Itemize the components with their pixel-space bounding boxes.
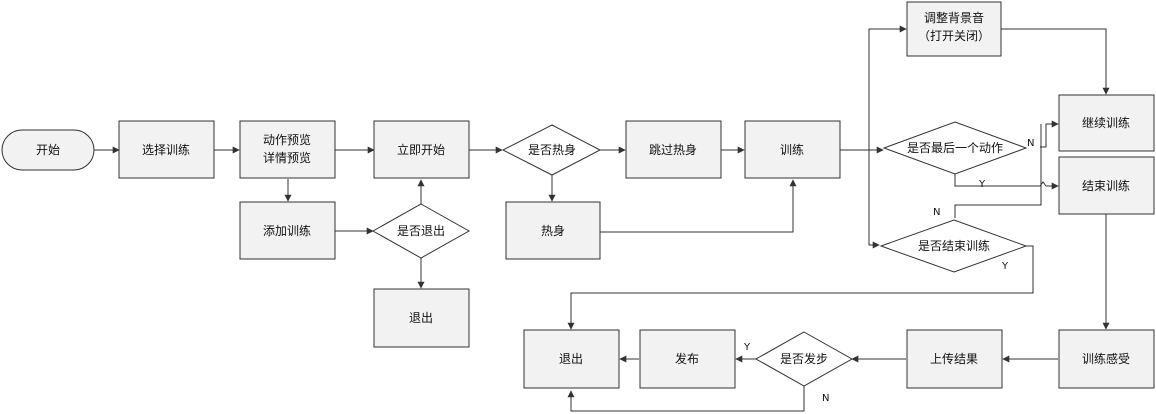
node-warmup-question: 是否热身 <box>501 124 602 176</box>
node-training: 训练 <box>744 120 841 179</box>
node-adjust-bg: 调整背景音 （打开关闭） <box>906 1 1002 57</box>
label-end-y: Y <box>1001 261 1009 272</box>
node-continue-training: 继续训练 <box>1058 94 1155 152</box>
label-last-y: Y <box>978 179 986 190</box>
svg-text:立即开始: 立即开始 <box>397 142 445 157</box>
label-last-n: N <box>1027 138 1034 149</box>
svg-text:添加训练: 添加训练 <box>263 223 311 238</box>
svg-text:继续训练: 继续训练 <box>1082 115 1130 130</box>
label-end-n: N <box>933 207 940 218</box>
edges <box>94 25 1110 412</box>
svg-text:跳过热身: 跳过热身 <box>649 142 697 157</box>
svg-text:是否结束训练: 是否结束训练 <box>918 238 990 253</box>
svg-text:选择训练: 选择训练 <box>142 142 190 157</box>
node-exit-question: 是否退出 <box>371 203 471 259</box>
edge-publish-q-n-exit <box>567 386 805 412</box>
node-end-training-question: 是否结束训练 <box>879 219 1028 273</box>
svg-text:详情预览: 详情预览 <box>263 150 311 165</box>
svg-text:是否最后一个动作: 是否最后一个动作 <box>907 141 1003 155</box>
label-pub-y: Y <box>743 342 751 353</box>
node-start: 开始 <box>1 129 95 171</box>
node-skip-warmup: 跳过热身 <box>625 120 722 179</box>
node-exit-top: 退出 <box>373 288 470 348</box>
node-start-now: 立即开始 <box>373 120 470 179</box>
svg-text:（打开关闭）: （打开关闭） <box>918 29 990 43</box>
node-preview: 动作预览 详情预览 <box>239 120 336 179</box>
node-last-action-question: 是否最后一个动作 <box>882 121 1028 175</box>
edge-adjust-continue <box>1001 28 1110 95</box>
svg-text:退出: 退出 <box>559 352 583 366</box>
node-publish-question: 是否发步 <box>754 331 854 387</box>
edge-to-adjust-bg <box>868 25 907 150</box>
svg-text:退出: 退出 <box>409 311 433 325</box>
svg-text:热身: 热身 <box>541 223 565 238</box>
svg-text:上传结果: 上传结果 <box>930 351 978 366</box>
svg-text:是否发步: 是否发步 <box>780 351 828 366</box>
node-feeling: 训练感受 <box>1058 329 1155 389</box>
svg-text:发布: 发布 <box>675 351 699 366</box>
svg-text:训练感受: 训练感受 <box>1082 351 1130 366</box>
edge-end-y-exit <box>567 245 1034 330</box>
label-pub-n: N <box>822 393 829 404</box>
edge-last-y-end <box>954 170 1059 190</box>
node-add-training: 添加训练 <box>239 201 336 260</box>
edge-end-n-continue <box>954 124 1042 218</box>
svg-text:调整背景音: 调整背景音 <box>924 10 984 25</box>
svg-text:是否退出: 是否退出 <box>397 224 445 238</box>
svg-text:开始: 开始 <box>36 143 60 157</box>
edge-warmup-training <box>600 179 797 233</box>
edge-last-n-continue <box>1040 120 1059 148</box>
svg-text:是否热身: 是否热身 <box>528 142 576 157</box>
svg-text:结束训练: 结束训练 <box>1082 178 1130 193</box>
node-select-training: 选择训练 <box>118 120 215 179</box>
edge-to-end-q <box>868 150 880 249</box>
node-exit-bottom: 退出 <box>523 329 620 389</box>
node-end-training: 结束训练 <box>1058 156 1155 215</box>
svg-text:训练: 训练 <box>780 142 804 157</box>
node-upload: 上传结果 <box>906 329 1003 389</box>
svg-text:动作预览: 动作预览 <box>263 132 311 147</box>
node-warmup: 热身 <box>505 201 601 260</box>
node-publish: 发布 <box>639 329 736 389</box>
edge-labels: N Y N Y Y N <box>743 138 1034 404</box>
